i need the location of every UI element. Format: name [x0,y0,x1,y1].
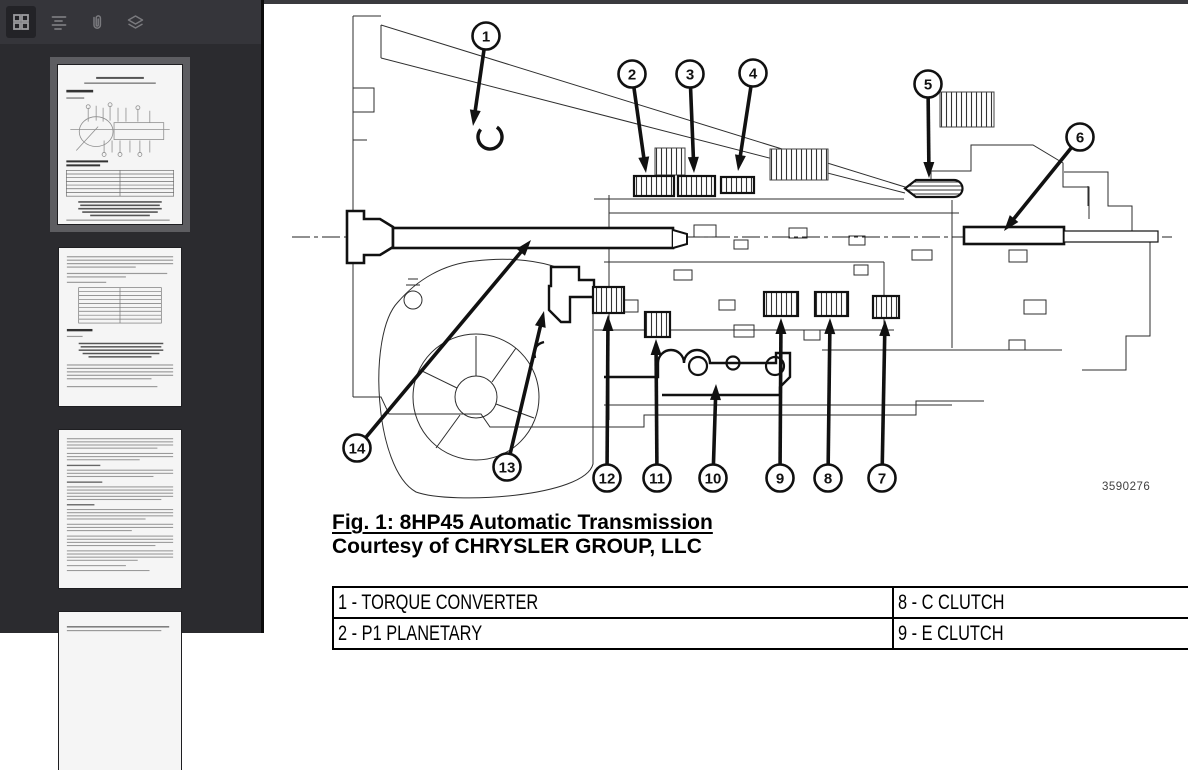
content-top-edge [264,0,1188,4]
svg-text:11: 11 [649,471,665,488]
svg-text:12: 12 [599,471,616,488]
svg-text:1: 1 [482,29,490,46]
callout-12 [592,463,622,493]
legend-table: 1 - TORQUE CONVERTER 8 - C CLUTCH 2 - P1… [332,586,1188,650]
svg-text:3: 3 [686,67,694,84]
svg-text:6: 6 [1076,130,1084,147]
callout-10 [698,463,728,493]
legend-cell: 1 - TORQUE CONVERTER [332,586,894,619]
figure-courtesy: Courtesy of CHRYSLER GROUP, LLC [332,535,702,558]
callout-13 [492,452,522,482]
svg-text:9: 9 [776,471,784,488]
thumbnail-3-preview [66,438,174,572]
callout-4 [738,58,768,88]
sidebar-resizer[interactable] [261,0,264,633]
figure-part-number: 3590276 [1102,481,1151,493]
legend-cell: 8 - C CLUTCH [892,586,1188,619]
callout-8 [813,463,843,493]
callout-14 [342,433,372,463]
table-row: 2 - P1 PLANETARY 9 - E CLUTCH [332,617,1188,650]
thumbnails-grid-icon [12,13,30,31]
legend-text: 2 - P1 PLANETARY [338,621,483,645]
thumbnail-1-preview [65,76,175,221]
callout-7 [867,463,897,493]
legend-text: 8 - C CLUTCH [898,590,1005,614]
thumbnail-sidebar [0,0,261,770]
figure-caption: Fig. 1: 8HP45 Automatic Transmission [332,511,713,534]
thumbnail-page-4[interactable] [59,612,181,770]
callout-2 [617,59,647,89]
svg-text:4: 4 [749,66,758,83]
callout-1 [471,21,501,51]
attachments-view-button[interactable] [82,6,112,38]
figure-caption-block: Fig. 1: 8HP45 Automatic Transmission Cou… [332,511,713,559]
callout-5 [913,69,943,99]
outline-view-button[interactable] [44,6,74,38]
thumbnail-2-preview [66,256,174,388]
thumbnail-page-2[interactable] [59,248,181,406]
svg-text:13: 13 [499,460,516,477]
case-outline [352,15,1151,499]
svg-text:2: 2 [628,67,636,84]
thumbnail-page-3[interactable] [59,430,181,588]
thumbnails-view-button[interactable] [6,6,36,38]
layers-icon [126,13,145,31]
paperclip-icon [88,13,106,31]
svg-text:7: 7 [878,471,886,488]
callout-3 [675,59,705,89]
svg-text:14: 14 [349,441,366,458]
callout-6 [1065,122,1095,152]
legend-cell: 2 - P1 PLANETARY [332,617,894,650]
table-row: 1 - TORQUE CONVERTER 8 - C CLUTCH [332,586,1188,619]
sidebar-toolbar [0,0,261,44]
outline-list-icon [50,13,68,31]
legend-text: 9 - E CLUTCH [898,621,1004,645]
callout-11 [642,463,672,493]
legend-cell: 9 - E CLUTCH [892,617,1188,650]
legend-text: 1 - TORQUE CONVERTER [338,590,539,614]
svg-text:5: 5 [924,77,932,94]
svg-text:8: 8 [824,471,832,488]
svg-text:10: 10 [705,471,722,488]
callout-9 [765,463,795,493]
layers-view-button[interactable] [120,6,150,38]
thumbnail-page-1[interactable] [58,65,182,224]
thumbnail-4-preview [66,626,170,632]
highlighted-parts [345,123,1159,397]
